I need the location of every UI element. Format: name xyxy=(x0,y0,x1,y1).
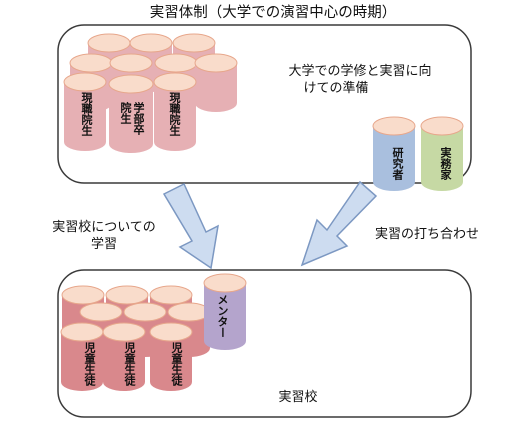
top-student-cylinder-2 xyxy=(108,74,154,153)
bottom-box-caption: 実習校 xyxy=(278,389,317,405)
top-student-cylinder-3 xyxy=(153,72,197,151)
bottom-student-label-2: 児童生徒 xyxy=(123,342,136,386)
left-down-arrow xyxy=(162,182,219,270)
top-box-caption-line2: けての準備 xyxy=(303,80,368,96)
top-student-label-1: 現職院生 xyxy=(80,92,93,136)
bottom-student-cylinder-1 xyxy=(60,322,104,391)
top-student-label-3: 現職院生 xyxy=(168,92,181,136)
arrow-left-label-line2: 学習 xyxy=(91,236,117,252)
bottom-student-label-1: 児童生徒 xyxy=(83,342,96,386)
staff-label-practitioner: 実務家 xyxy=(439,147,452,180)
top-student-cylinder-1 xyxy=(63,72,107,151)
staff-label-researcher: 研究者 xyxy=(391,147,404,180)
top-student-label-2: 学部卒院生 xyxy=(119,102,145,135)
bottom-student-cylinder-2 xyxy=(102,322,146,391)
diagram-title: 実習体制（大学での演習中心の時期） xyxy=(150,4,397,21)
researcher-cylinder xyxy=(372,116,416,191)
arrow-left-label-line1: 実習校についての xyxy=(52,219,156,235)
mentor-cylinder xyxy=(203,273,247,350)
right-down-arrow xyxy=(300,180,378,267)
arrow-right-label: 実習の打ち合わせ xyxy=(375,226,479,242)
top-cluster-mid-cylinder xyxy=(194,53,238,112)
top-box-caption-line1: 大学での学修と実習に向 xyxy=(288,63,431,79)
mentor-label: メンター xyxy=(216,294,229,338)
practitioner-cylinder xyxy=(420,116,464,191)
bottom-student-label-3: 児童生徒 xyxy=(170,342,183,386)
bottom-student-cylinder-3 xyxy=(149,322,193,391)
